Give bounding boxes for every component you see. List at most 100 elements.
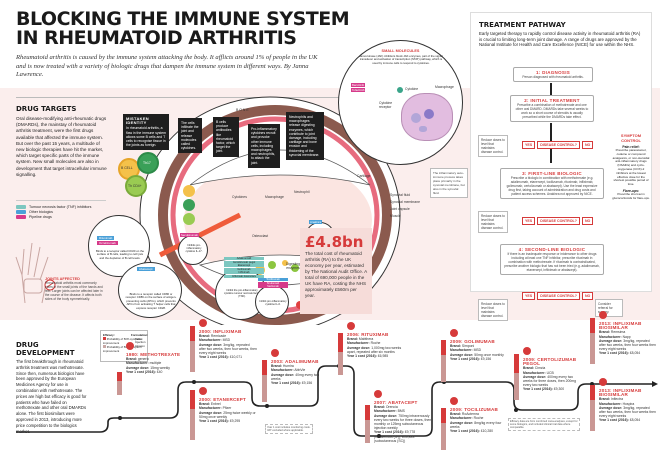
drug-manufacturer: Manufacturer: MSD [450,348,508,352]
step-heading: 4: SECOND-LINE BIOLOGIC [518,247,586,252]
drug-development-section: DRUG DEVELOPMENT The first breakthrough … [16,341,91,434]
flare-text: Prescribe short-term glucocorticoids for… [612,191,650,200]
drug-manufacturer: Manufacturer: Pfizer [199,406,257,410]
drug-manufacturer: Manufacturer: Roche [347,341,405,345]
field-label: Year 1 cost (2016): [450,356,480,361]
drug-brand: Brand: Cimzia [523,366,581,370]
field-label: Average dose: [523,374,547,379]
drug-manufacturer: Manufacturer: multiple [126,361,184,365]
drug-cost: Year 1 cost (2016): £40 [126,370,184,374]
pipeline-swatch-icon [16,215,26,220]
drug-tag: Sirukumab [258,281,288,285]
th-cd4-label: Th CD4+ [128,184,142,188]
no-label: NO [581,292,594,300]
treatment-pathway-intro: Early targeted therapy to rapidly contro… [479,31,641,48]
circle-text: Inhibit pro-inflammatory cytokine IL-6. [259,300,287,307]
drug-year-name: 2013: INFLIXIMAB BIOSIMILAR [599,388,642,398]
drug-cost: Year 1 cost (2016): £9,156 [450,357,508,361]
field-value: 3mg/kg, repeated after two weeks, then f… [199,342,257,356]
field-label: Manufacturer: [126,361,149,366]
drug-entry: 2006: RITUXIMAB Brand: Mabthera Manufact… [347,332,405,358]
step-heading: 1: DIAGNOSIS [535,70,571,75]
field-label: Manufacturer: [199,406,222,411]
drug-entry: 2009: GOLIMUMAB Brand: Simponi Manufactu… [450,339,508,361]
efficacy-bar-secondary [590,400,595,431]
field-value: £9,156 [480,356,492,361]
field-value: MSD [473,348,482,353]
drug-development-body: The first breakthrough in rheumatoid art… [16,359,87,434]
step-text: Person diagnosed with rheumatoid arthrit… [522,75,584,79]
drug-tag: Infliximab [224,271,264,274]
joints-affected: JOINTS AFFECTED Rheumatoid arthritis mos… [45,277,103,301]
step-text: Prescribe a biologic in combination with… [506,176,598,196]
drug-tag: Secukinumab [180,233,199,237]
small-molecules-circle: SMALL MOLECULES Janus kinase (JAK) inhib… [338,40,463,165]
attack-arrow [158,212,242,258]
field-value: Inflectra [610,397,623,402]
drug-year-name: 2009: GOLIMUMAB [450,339,495,344]
drug-tag: Ocrelizumab [97,241,118,245]
cartilage-label: Cartilage [357,174,371,178]
drug-tag: Baricitinib [351,83,366,87]
joint-capsule-label: Joint capsule [390,207,410,211]
drug-tag: Rituximab [97,236,115,240]
field-value: 400mg every two weeks for three doses, t… [523,374,576,388]
field-label: Average dose: [450,420,474,425]
synovial-fluid-label: Synovial fluid [390,193,410,197]
legend-label: Tumour necrosis factor (TNF) inhibitors [29,205,92,209]
field-label: Average dose: [199,410,223,415]
field-label: Year 1 cost (2016): [199,355,229,360]
drug-brand: Brand: Orencia [374,405,432,409]
th17-cell-joint [183,199,195,211]
field-label: Brand: [599,330,610,335]
field-value: AbbVie [294,368,306,373]
formulation-icon [199,387,207,395]
timeline-node [377,434,381,438]
field-value: RoActemra [461,412,479,417]
drug-dose: Average dose: 50mg once monthly [450,353,508,357]
jak-icon [411,113,421,123]
drug-tag: Tocilizumab [258,278,288,281]
drug-entry: 2013: INFLIXIMAB BIOSIMILAR Brand: Remsi… [599,321,657,356]
field-value: £9,300 [553,387,565,392]
drug-tag: Certolizumab pegol [224,260,264,264]
field-label: Average dose: [374,413,398,418]
biologics-swatch-icon [16,210,26,215]
drug-manufacturer: Manufacturer: UCB [523,371,581,375]
field-label: Brand: [450,344,461,349]
receptor-label: Cytokine receptor [379,101,393,109]
title-line-2: IN RHEUMATOID ARTHRITIS [16,27,297,49]
drug-brand: Brand: Humira [271,364,329,368]
drug-entry: 2000: ETANERCEPT Brand: Enbrel Manufactu… [199,397,257,423]
drug-entry: 2003: ADALIMUMAB Brand: Humira Manufactu… [271,359,329,385]
formulation-infusion: Infusion [135,343,145,348]
field-value: 40mg every two weeks [271,372,320,381]
field-label: Brand: [374,405,385,410]
field-value: 1,000mg two weeks apart, repeated after … [347,345,402,354]
field-value: multiple [149,361,162,366]
bone-label: BONE [236,108,250,112]
efficacy-bar-secondary [514,373,519,400]
legend-item: Tumour necrosis factor (TNF) inhibitors [16,205,106,210]
drug-year-name: 2007: ABATACEPT [374,400,418,405]
drug-year-name: 2003: ADALIMUMAB [271,359,319,364]
field-label: Brand: [450,412,461,417]
pain-relief-heading: Pain relief: [622,145,640,149]
field-value: Hospira [622,401,635,406]
formulation-icon [450,397,458,405]
drug-tag: Adalimumab [224,257,264,260]
cost-value: £4.8bn [305,233,364,251]
drug-brand: Brand: Enbrel [199,402,257,406]
jak-icon [424,109,434,119]
field-label: Brand: [347,337,358,342]
circle-text: Inhibits pro-inflammatory cytokine IL-17… [185,244,203,254]
circle-text: Binds to a receptor called CD80 or recep… [125,292,177,310]
efficacy-bar-secondary [190,409,195,440]
field-value: £9,778 (intravenous (IV)); £10,833 (subc… [374,430,416,443]
drug-year-name: 2000: INFLIXIMAB [199,329,242,334]
